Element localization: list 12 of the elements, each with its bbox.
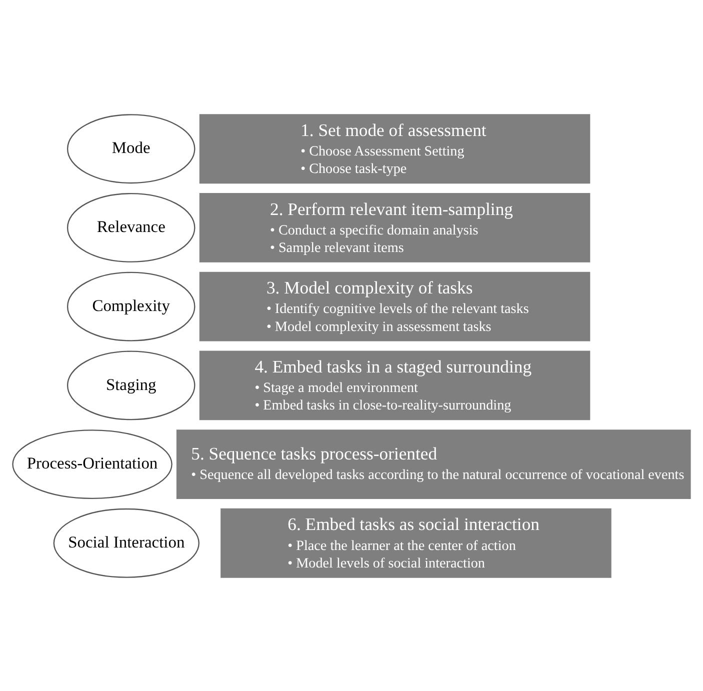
node-box: 5. Sequence tasks process-oriented • Sequence all developed tasks according to the natural occurrence of vocational events bbox=[176, 429, 691, 499]
node-ellipse: Mode bbox=[66, 114, 196, 184]
node-ellipse: Staging bbox=[66, 350, 196, 420]
node-box: 4. Embed tasks in a staged surrounding • Stage a model environment • Embed tasks in close-to-reality-surrounding bbox=[199, 350, 590, 420]
node-box: 2. Perform relevant item-sampling • Conduct a specific domain analysis • Sample relevant items bbox=[199, 192, 590, 262]
node-ellipse: Relevance bbox=[66, 192, 196, 262]
node-ellipse: Process-Orientation bbox=[12, 429, 172, 499]
node-box: 3. Model complexity of tasks • Identify cognitive levels of the relevant tasks • Model complexity in assessment tasks bbox=[199, 271, 590, 341]
node-box: 1. Set mode of assessment • Choose Assessment Setting • Choose task-type bbox=[199, 114, 590, 184]
node-ellipse: Social Interaction bbox=[53, 508, 200, 578]
node-ellipse: Complexity bbox=[66, 271, 196, 341]
node-box: 6. Embed tasks as social interaction • Place the learner at the center of action • Model levels of social interaction bbox=[220, 508, 612, 578]
